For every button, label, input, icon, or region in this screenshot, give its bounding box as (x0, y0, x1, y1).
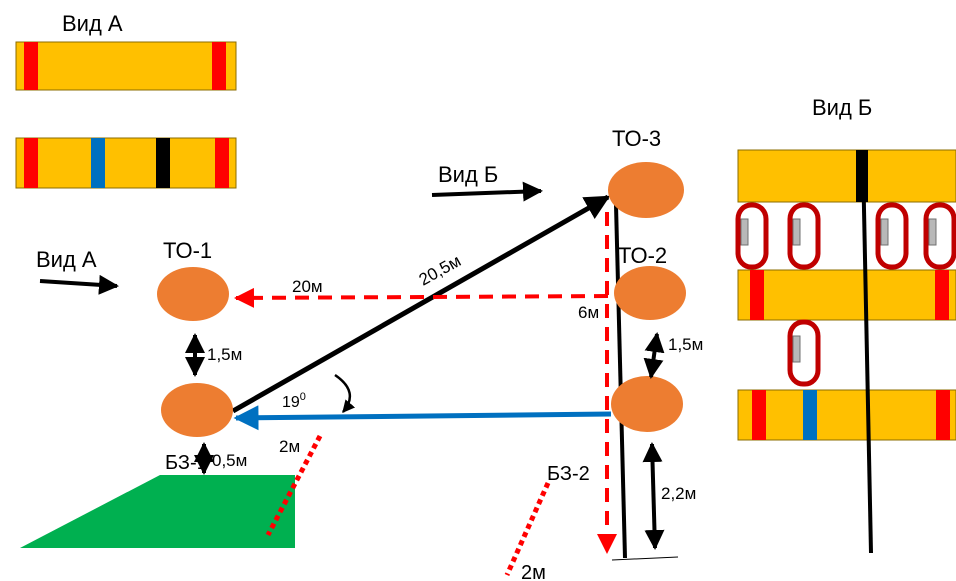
view-b-strap-bottom (737, 389, 956, 441)
node-to1 (157, 267, 229, 321)
carabiner-icon (790, 322, 818, 384)
view-a-strap-1 (15, 41, 237, 91)
label-to1: ТО-1 (163, 238, 212, 263)
label-1-5m-right: 1,5м (668, 335, 703, 354)
view-b-title: Вид Б (812, 95, 872, 120)
carabiner-icon (926, 205, 954, 267)
label-to2: ТО-2 (618, 243, 667, 268)
carabiner-icon (878, 205, 906, 267)
view-b-rope (861, 159, 873, 554)
label-bz2: БЗ-2 (547, 463, 590, 485)
view-b-arrow-icon (431, 181, 543, 202)
view-b-strap-middle (737, 269, 956, 321)
label-1-5m-left: 1,5м (207, 345, 242, 364)
label-2-2m: 2,2м (661, 484, 696, 503)
node-to3 (608, 162, 684, 218)
node-bz2 (611, 376, 683, 432)
view-a-title: Вид А (62, 11, 123, 36)
node-to2 (614, 266, 686, 320)
angle-label: 190 (282, 391, 306, 411)
carabiner-icon (738, 205, 766, 267)
label-0-5m: 0,5м (212, 451, 247, 470)
view-a-strap-2 (15, 137, 237, 189)
angle-arc (334, 373, 356, 413)
label-2m-left: 2м (279, 437, 300, 456)
label-to3: ТО-3 (612, 126, 661, 151)
label-2m-bottom: 2м (521, 562, 546, 581)
dim-bz2-ground (642, 442, 665, 550)
view-b-carabiner-row-top (738, 205, 954, 267)
rope-to3-vertical (614, 204, 627, 559)
base-line (611, 556, 679, 561)
view-b-arrow-label: Вид Б (438, 162, 498, 187)
label-20m: 20м (292, 277, 323, 296)
rope-tape-bottom (504, 481, 551, 577)
view-b-strap-top (737, 149, 956, 203)
ground-platform (20, 475, 295, 548)
rope-tape-left (265, 434, 323, 537)
label-6m: 6м (578, 303, 599, 322)
carabiner-icon (790, 205, 818, 267)
dim-to2-bz2 (643, 332, 665, 379)
line-to2-to1 (234, 287, 609, 308)
node-bz1 (161, 383, 233, 437)
view-a-arrow-icon (39, 274, 119, 295)
view-a-arrow-label: Вид А (36, 247, 97, 272)
label-bz1: БЗ-1 (165, 452, 208, 474)
line-bz2-bz1 (233, 405, 612, 431)
line-bz1-to3 (231, 194, 611, 414)
